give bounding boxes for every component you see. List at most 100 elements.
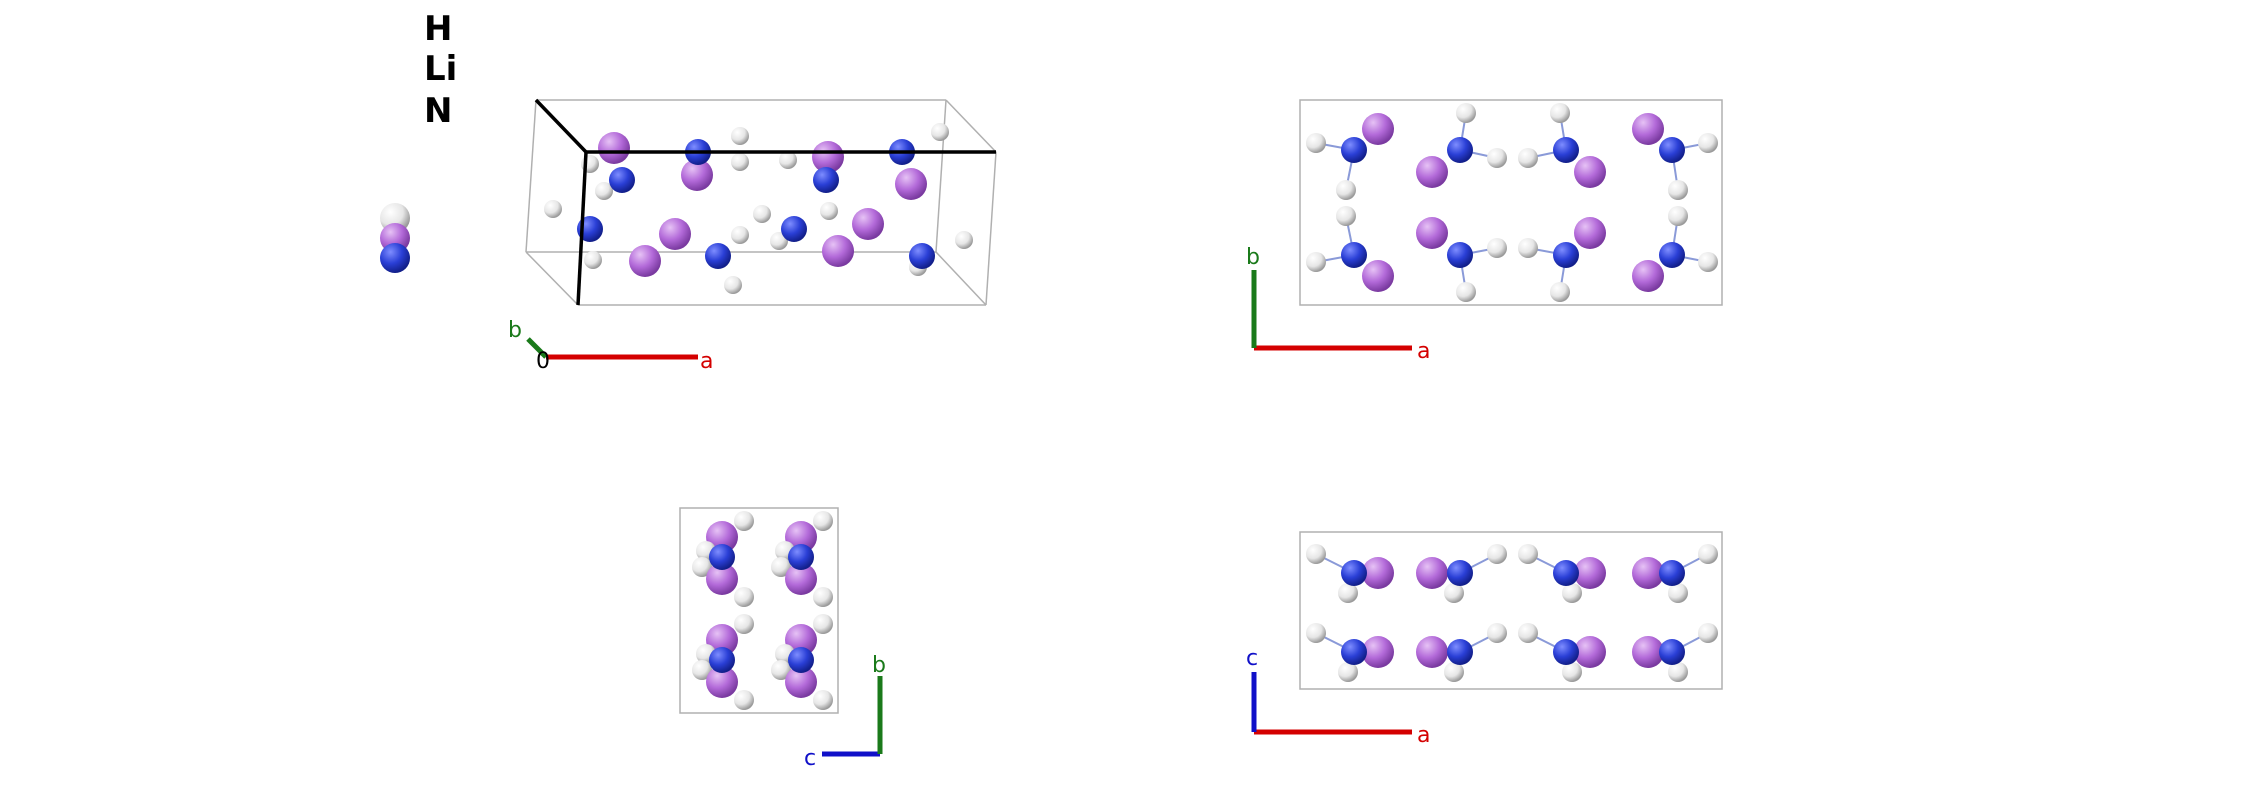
panel-view-a: c b bbox=[679, 507, 886, 771]
element-legend: H Li N bbox=[380, 9, 457, 273]
n-atom bbox=[1447, 137, 1473, 163]
h-atom bbox=[1550, 103, 1570, 123]
h-atom bbox=[771, 557, 791, 577]
h-atom bbox=[734, 511, 754, 531]
axes-view-b: a c bbox=[1246, 646, 1430, 748]
n-atom bbox=[1447, 560, 1473, 586]
axis-b-label: b bbox=[872, 653, 886, 678]
h-atom bbox=[1698, 623, 1718, 643]
li-atom bbox=[785, 666, 817, 698]
panel-view-c: a b bbox=[1246, 99, 1723, 364]
n-atom bbox=[709, 544, 735, 570]
h-atom bbox=[1562, 662, 1582, 682]
h-atom bbox=[1518, 238, 1538, 258]
perspective-atoms bbox=[544, 123, 973, 294]
n-atom bbox=[788, 544, 814, 570]
view-b-atoms bbox=[1306, 544, 1718, 682]
n-atom bbox=[1659, 137, 1685, 163]
li-atom bbox=[1416, 557, 1448, 589]
h-atom bbox=[1487, 544, 1507, 564]
li-atom bbox=[1632, 557, 1664, 589]
n-atom bbox=[1659, 560, 1685, 586]
h-atom bbox=[1338, 583, 1358, 603]
li-atom bbox=[1632, 113, 1664, 145]
h-atom bbox=[1336, 206, 1356, 226]
h-atom bbox=[1487, 238, 1507, 258]
n-atom bbox=[1341, 560, 1367, 586]
n-atom bbox=[1341, 242, 1367, 268]
legend-spheres bbox=[380, 203, 410, 273]
axis-a-label: a bbox=[700, 349, 713, 374]
h-atom bbox=[813, 511, 833, 531]
h-atom bbox=[734, 614, 754, 634]
n-atom bbox=[1659, 242, 1685, 268]
li-atom bbox=[1362, 113, 1394, 145]
h-atom bbox=[1306, 623, 1326, 643]
h-atom bbox=[1487, 623, 1507, 643]
h-atom bbox=[1456, 282, 1476, 302]
h-atom bbox=[1336, 180, 1356, 200]
n-atom bbox=[788, 647, 814, 673]
n-atom bbox=[1341, 639, 1367, 665]
unit-cell-box bbox=[1299, 99, 1723, 306]
axis-origin-label: 0 bbox=[536, 349, 550, 374]
li-atom bbox=[1632, 636, 1664, 668]
h-atom bbox=[813, 587, 833, 607]
li-atom bbox=[1362, 260, 1394, 292]
li-atom bbox=[1416, 636, 1448, 668]
n-atom bbox=[1341, 137, 1367, 163]
h-atom bbox=[1487, 148, 1507, 168]
unit-cell-box bbox=[525, 99, 997, 306]
h-atom bbox=[1668, 662, 1688, 682]
h-atom bbox=[692, 557, 712, 577]
axis-a-label: a bbox=[1417, 723, 1430, 748]
h-atom bbox=[1562, 583, 1582, 603]
li-atom bbox=[1632, 260, 1664, 292]
n-atom bbox=[1447, 639, 1473, 665]
unit-cell-box bbox=[679, 507, 839, 714]
li-atom bbox=[785, 563, 817, 595]
n-atom bbox=[1447, 242, 1473, 268]
view-a-atoms bbox=[692, 511, 833, 710]
li-atom bbox=[1574, 557, 1606, 589]
unit-cell-front-edges bbox=[534, 98, 996, 306]
panel-view-b: a c bbox=[1246, 531, 1723, 748]
h-atom bbox=[734, 587, 754, 607]
h-atom bbox=[1444, 583, 1464, 603]
h-atom bbox=[1550, 282, 1570, 302]
h-atom bbox=[1306, 544, 1326, 564]
axis-b-label: b bbox=[508, 318, 522, 343]
n-atom bbox=[709, 647, 735, 673]
h-atom bbox=[1668, 206, 1688, 226]
n-atom bbox=[1553, 242, 1579, 268]
li-atom bbox=[1574, 156, 1606, 188]
unit-cell-box bbox=[1299, 531, 1723, 690]
h-atom bbox=[692, 660, 712, 680]
axis-a-label: a bbox=[1417, 339, 1430, 364]
legend-sphere-n bbox=[380, 243, 410, 273]
legend-label-n: N bbox=[424, 91, 452, 131]
li-atom bbox=[1416, 156, 1448, 188]
li-atom bbox=[706, 666, 738, 698]
h-atom bbox=[1698, 544, 1718, 564]
view-c-atoms bbox=[1306, 103, 1718, 302]
li-atom bbox=[1574, 636, 1606, 668]
h-atom bbox=[1444, 662, 1464, 682]
h-atom bbox=[813, 614, 833, 634]
legend-label-h: H bbox=[424, 9, 452, 49]
axes-view-a: c b bbox=[804, 653, 886, 771]
axis-c-label: c bbox=[804, 746, 816, 771]
axis-b-line bbox=[526, 337, 548, 359]
h-atom bbox=[734, 690, 754, 710]
li-atom bbox=[1416, 217, 1448, 249]
h-atom bbox=[1698, 133, 1718, 153]
h-atom bbox=[1306, 252, 1326, 272]
n-atom bbox=[1553, 560, 1579, 586]
li-atom bbox=[1362, 557, 1394, 589]
axes-view-c: a b bbox=[1246, 245, 1430, 364]
h-atom bbox=[1518, 544, 1538, 564]
panel-perspective: a b 0 bbox=[508, 98, 997, 374]
n-atom bbox=[1553, 137, 1579, 163]
h-atom bbox=[813, 690, 833, 710]
